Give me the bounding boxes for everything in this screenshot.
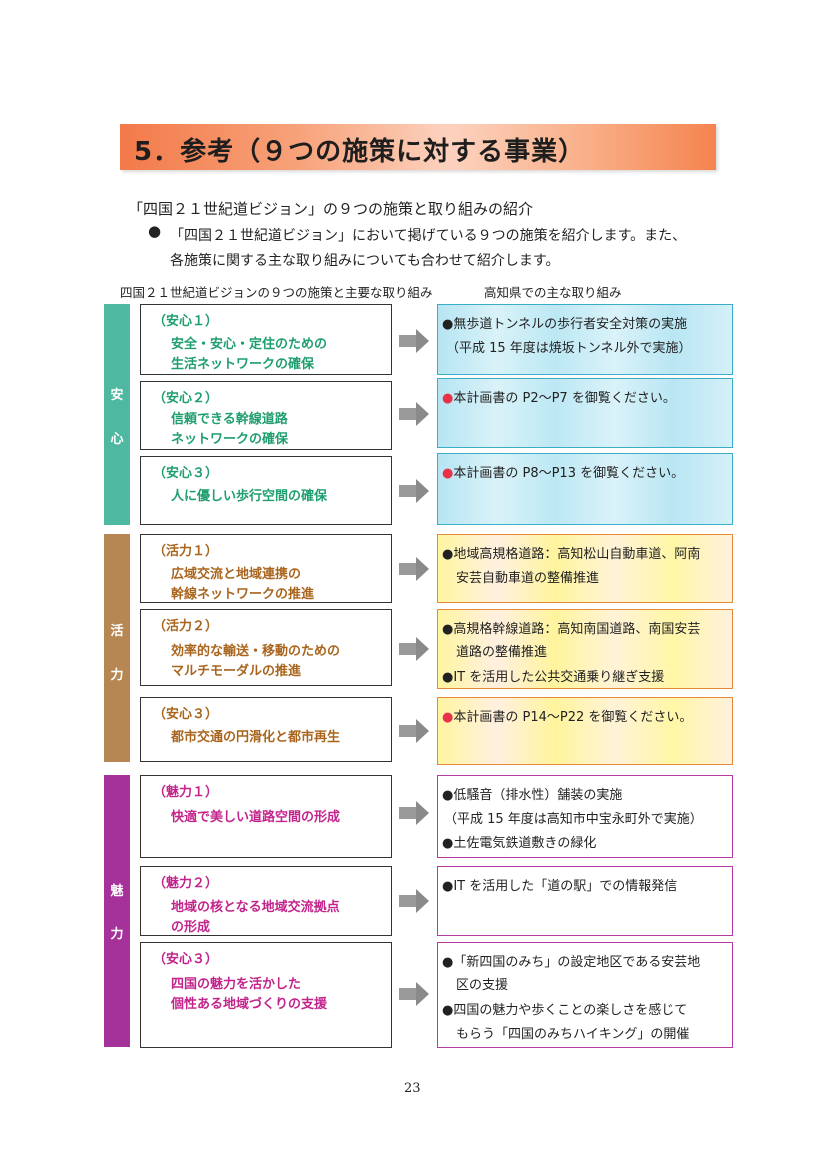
action-text: 区の支援 <box>456 978 509 993</box>
arrow-right-icon <box>399 719 429 743</box>
group-bar-katsuryoku: 活 力 <box>104 534 130 762</box>
action-text: ●IT を活用した公共交通乗り継ぎ支援 <box>442 670 665 685</box>
group-label-char: 活 <box>110 624 124 639</box>
intro-text-line-1: 「四国２１世紀道ビジョン」において掲げている９つの施策を紹介します。また、 <box>170 228 687 244</box>
action-box: ●本計画書の P2～P7 を御覧ください。 <box>437 378 733 448</box>
policy-text: 人に優しい歩行空間の確保 <box>171 489 328 504</box>
policy-box: （安心２） 信頼できる幹線道路 ネットワークの確保 <box>140 381 392 450</box>
policy-text: 都市交通の円滑化と都市再生 <box>171 730 341 745</box>
arrow-right-icon <box>399 329 429 353</box>
action-box: ●本計画書の P14～P22 を御覧ください。 <box>437 697 733 765</box>
action-text: ●本計画書の P8～P13 を御覧ください。 <box>442 466 685 481</box>
action-text: もらう「四国のみちハイキング」の開催 <box>456 1027 690 1042</box>
action-text: 道路の整備推進 <box>456 645 548 660</box>
policy-box: （安心１） 安全・安心・定住のための 生活ネットワークの確保 <box>140 304 392 375</box>
policy-text: 四国の魅力を活かした <box>171 977 302 992</box>
group-label-char: 魅 <box>110 884 124 899</box>
action-text: ●土佐電気鉄道敷きの緑化 <box>442 836 597 851</box>
policy-text: マルチモーダルの推進 <box>171 664 302 679</box>
action-box: ●「新四国のみち」の設定地区である安芸地 区の支援 ●四国の魅力や歩くことの楽し… <box>437 942 733 1048</box>
action-text: ●本計画書の P14～P22 を御覧ください。 <box>442 710 693 725</box>
action-text: ●「新四国のみち」の設定地区である安芸地 <box>442 955 701 970</box>
intro-heading: 「四国２１世紀道ビジョン」の９つの施策と取り組みの紹介 <box>128 200 534 218</box>
policy-text: 幹線ネットワークの推進 <box>171 587 315 602</box>
section-title: 5．参考（９つの施策に対する事業） <box>134 137 586 167</box>
policy-box: （活力１） 広域交流と地域連携の 幹線ネットワークの推進 <box>140 534 392 603</box>
policy-box: （安心３） 人に優しい歩行空間の確保 <box>140 456 392 525</box>
action-text: ●地域高規格道路：高知松山自動車道、阿南 <box>442 547 701 562</box>
action-text: 安芸自動車道の整備推進 <box>456 571 600 586</box>
policy-tag: （安心２） <box>153 391 219 406</box>
action-text: ●低騒音（排水性）舗装の実施 <box>442 788 623 803</box>
section-banner: 5．参考（９つの施策に対する事業） <box>120 124 716 170</box>
policy-text: 個性ある地域づくりの支援 <box>171 997 328 1012</box>
action-text: ●高規格幹線道路：高知南国道路、南国安芸 <box>442 622 701 637</box>
action-box: ●高規格幹線道路：高知南国道路、南国安芸 道路の整備推進 ●IT を活用した公共… <box>437 609 733 689</box>
bullet-icon: ● <box>148 222 162 240</box>
action-text: ●本計画書の P2～P7 を御覧ください。 <box>442 391 676 406</box>
action-box: ●IT を活用した「道の駅」での情報発信 <box>437 866 733 936</box>
group-bar-anshin: 安 心 <box>104 304 130 525</box>
arrow-right-icon <box>399 889 429 913</box>
action-box: ●低騒音（排水性）舗装の実施 （平成 15 年度は高知市中宝永町外で実施） ●土… <box>437 775 733 858</box>
policy-tag: （魅力２） <box>153 876 219 891</box>
policy-box: （安心３） 四国の魅力を活かした 個性ある地域づくりの支援 <box>140 942 392 1048</box>
red-dot-icon: ● <box>442 710 454 725</box>
red-dot-icon: ● <box>442 466 454 481</box>
policy-text: 快適で美しい道路空間の形成 <box>171 810 341 825</box>
policy-tag: （魅力１） <box>153 785 219 800</box>
policy-box: （魅力２） 地域の核となる地域交流拠点 の形成 <box>140 866 392 936</box>
policy-text: 安全・安心・定住のための <box>171 337 328 352</box>
policy-box: （活力２） 効率的な輸送・移動のための マルチモーダルの推進 <box>140 609 392 686</box>
column-header-actions: 高知県での主な取り組み <box>484 285 622 300</box>
group-label-char: 安 <box>110 388 124 403</box>
policy-tag: （活力２） <box>153 619 219 634</box>
action-box: ●無歩道トンネルの歩行者安全対策の実施 （平成 15 年度は焼坂トンネル外で実施… <box>437 304 733 375</box>
intro-text-line-2: 各施策に関する主な取り組みについても合わせて紹介します。 <box>170 253 560 269</box>
red-dot-icon: ● <box>442 391 454 406</box>
policy-text: の形成 <box>171 920 211 935</box>
group-bar-miryoku: 魅 力 <box>104 775 130 1047</box>
arrow-right-icon <box>399 801 429 825</box>
action-box: ●地域高規格道路：高知松山自動車道、阿南 安芸自動車道の整備推進 <box>437 534 733 603</box>
arrow-right-icon <box>399 637 429 661</box>
action-box: ●本計画書の P8～P13 を御覧ください。 <box>437 453 733 525</box>
policy-text: 広域交流と地域連携の <box>171 567 302 582</box>
action-text: ●IT を活用した「道の駅」での情報発信 <box>442 879 678 894</box>
arrow-right-icon <box>399 479 429 503</box>
action-text: （平成 15 年度は高知市中宝永町外で実施） <box>444 812 703 827</box>
policy-tag: （安心１） <box>153 314 219 329</box>
arrow-right-icon <box>399 402 429 426</box>
policy-text: 生活ネットワークの確保 <box>171 357 315 372</box>
group-label-char: 力 <box>110 927 124 942</box>
policy-tag: （安心３） <box>153 466 219 481</box>
action-text: ●四国の魅力や歩くことの楽しさを感じて <box>442 1003 688 1018</box>
action-text: （平成 15 年度は焼坂トンネル外で実施） <box>446 341 692 356</box>
policy-text: 地域の核となる地域交流拠点 <box>171 900 340 915</box>
arrow-right-icon <box>399 557 429 581</box>
page-number: 23 <box>404 1081 421 1096</box>
column-header-policies: 四国２１世紀道ビジョンの９つの施策と主要な取り組み <box>120 285 433 300</box>
policy-box: （安心３） 都市交通の円滑化と都市再生 <box>140 697 392 762</box>
policy-tag: （安心３） <box>153 707 219 722</box>
group-label-char: 力 <box>110 668 124 683</box>
policy-box: （魅力１） 快適で美しい道路空間の形成 <box>140 775 392 858</box>
policy-text: 効率的な輸送・移動のための <box>171 644 341 659</box>
group-label-char: 心 <box>110 432 124 447</box>
policy-text: 信頼できる幹線道路 <box>171 412 288 427</box>
policy-text: ネットワークの確保 <box>171 432 289 447</box>
policy-tag: （安心３） <box>153 952 219 967</box>
policy-tag: （活力１） <box>153 544 219 559</box>
action-text: ●無歩道トンネルの歩行者安全対策の実施 <box>442 317 688 332</box>
arrow-right-icon <box>399 982 429 1006</box>
